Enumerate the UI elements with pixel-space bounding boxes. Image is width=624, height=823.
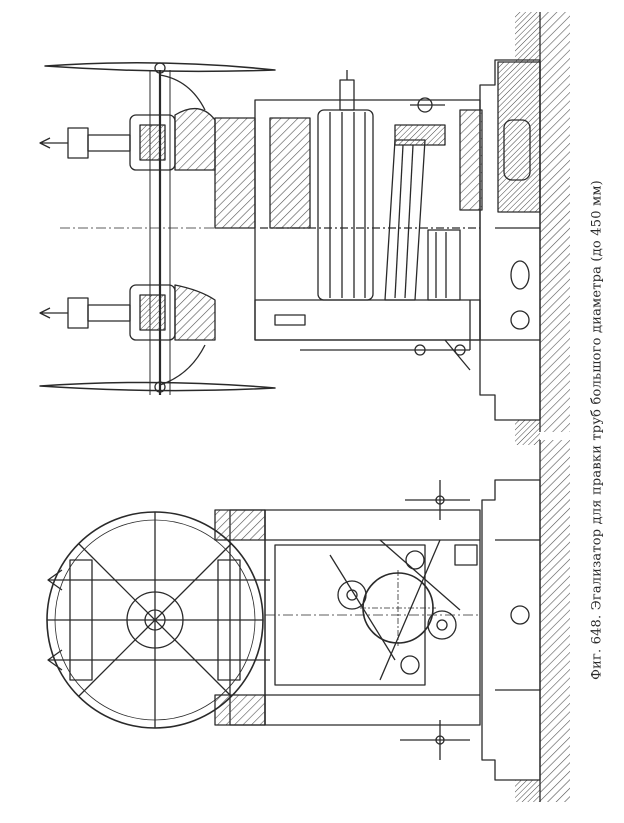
side-elevation-view: [39, 59, 541, 421]
figure-caption: Фиг. 648. Эгализатор для правки труб бол…: [589, 180, 605, 680]
front-elevation-view: [46, 479, 541, 781]
foundation-hatching-icon: [515, 12, 570, 802]
handwheel-icon: [39, 62, 276, 393]
handwheel-icon: [46, 511, 264, 729]
